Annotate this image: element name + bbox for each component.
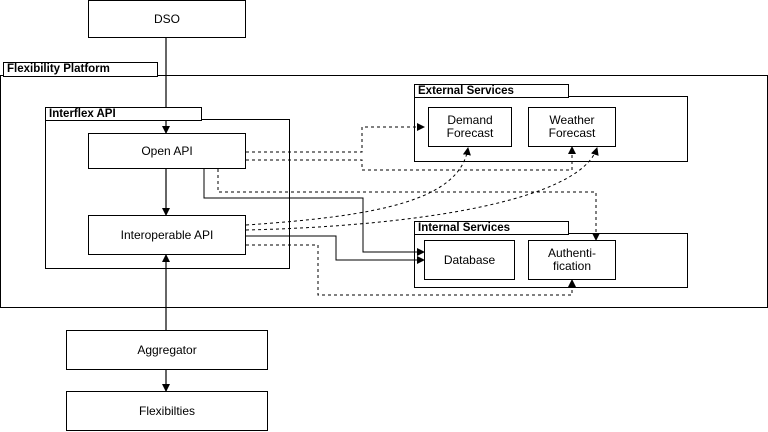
interoperable-api-label: Interoperable API xyxy=(120,227,214,242)
connector-interoperable-api-to-authentication xyxy=(246,244,576,296)
flexibilities-label: Flexibilties xyxy=(138,403,195,418)
connector-open-api-to-database xyxy=(203,169,425,256)
flexibilities-node[interactable]: Flexibilties xyxy=(66,391,268,431)
weather-forecast-label: Weather Forecast xyxy=(548,113,596,140)
connector-interoperable-api-to-database xyxy=(246,235,425,264)
weather-forecast-node[interactable]: Weather Forecast xyxy=(528,107,616,147)
flexibility-platform-title: Flexibility Platform xyxy=(3,62,158,77)
open-api-label: Open API xyxy=(141,143,193,158)
dso-label: DSO xyxy=(153,11,180,26)
interoperable-api-node[interactable]: Interoperable API xyxy=(88,215,246,255)
connector-open-api-to-weather-forecast xyxy=(246,146,576,171)
open-api-node[interactable]: Open API xyxy=(88,133,246,169)
database-node[interactable]: Database xyxy=(424,240,515,280)
connector-open-api-to-authentication xyxy=(217,169,600,241)
database-label: Database xyxy=(443,252,496,267)
interflex-api-title: Interflex API xyxy=(45,107,202,121)
demand-forecast-label: Demand Forecast xyxy=(446,113,494,140)
connector-open-api-to-demand-forecast xyxy=(246,123,425,153)
authentication-node[interactable]: Authenti- fication xyxy=(528,240,616,280)
authentication-label: Authenti- fication xyxy=(547,246,597,273)
internal-services-title: Internal Services xyxy=(414,221,569,235)
connector-interoperable-api-to-demand-forecast xyxy=(245,147,471,226)
external-services-title: External Services xyxy=(414,84,569,98)
demand-forecast-node[interactable]: Demand Forecast xyxy=(428,107,512,147)
aggregator-label: Aggregator xyxy=(137,342,197,357)
dso-node[interactable]: DSO xyxy=(88,0,246,38)
aggregator-node[interactable]: Aggregator xyxy=(66,330,268,370)
connector-interoperable-api-to-weather-forecast xyxy=(245,147,599,231)
